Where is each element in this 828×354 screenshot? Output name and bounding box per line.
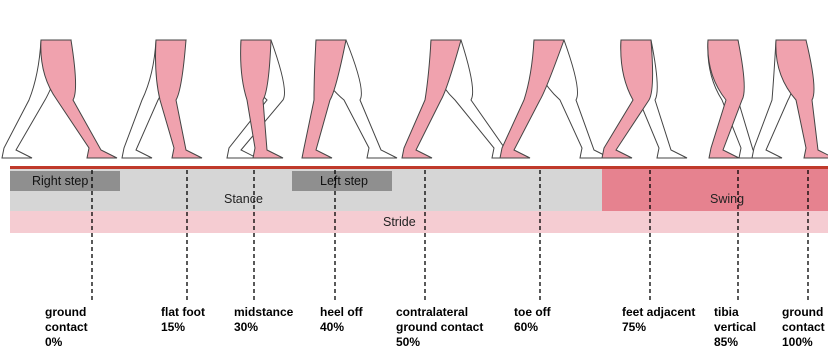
- event-label-feet-adjacent: feet adjacent 75%: [622, 305, 695, 335]
- event-label-ground-contact-100: ground contact 100%: [782, 305, 825, 350]
- event-label-tibia-vertical: tibia vertical 85%: [714, 305, 756, 350]
- event-label-toe-off: toe off 60%: [514, 305, 551, 335]
- event-label-flat-foot: flat foot 15%: [161, 305, 205, 335]
- event-label-ground-contact-0: ground contact 0%: [45, 305, 88, 350]
- event-label-heel-off: heel off 40%: [320, 305, 363, 335]
- event-label-contralateral-ground-contact: contralateral ground contact 50%: [396, 305, 483, 350]
- event-label-midstance: midstance 30%: [234, 305, 293, 335]
